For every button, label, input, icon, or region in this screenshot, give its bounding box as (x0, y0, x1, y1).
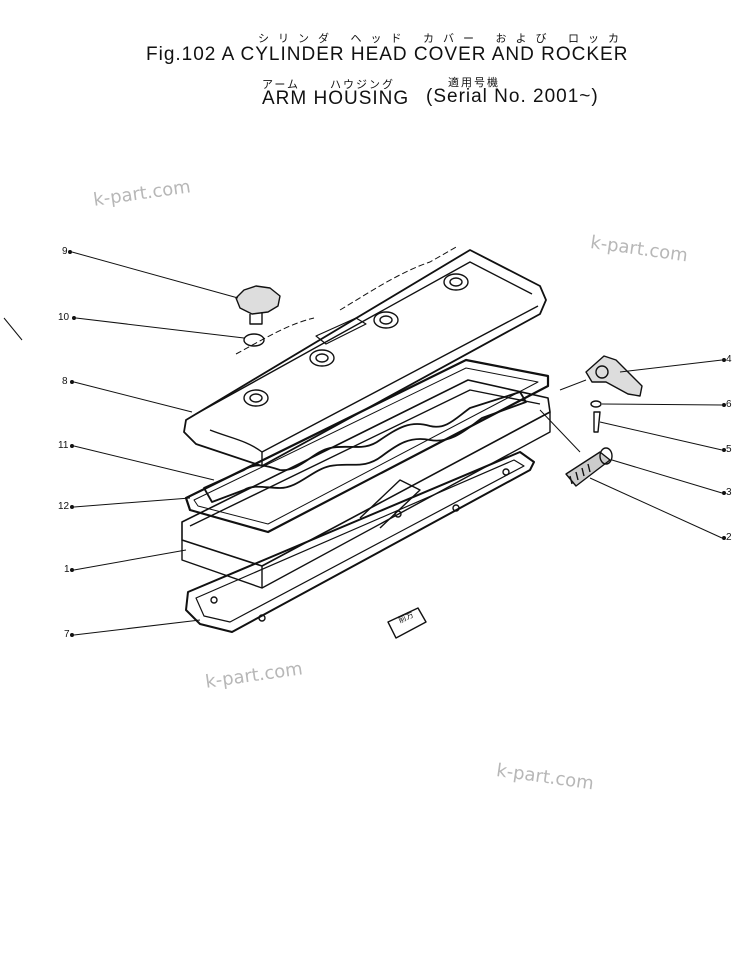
callout-1: 1 (64, 564, 70, 575)
callout-7: 7 (64, 629, 70, 640)
bolt-5 (593, 411, 601, 433)
callout-9: 9 (62, 246, 68, 257)
kana-line-2b: ハウジング (330, 78, 395, 91)
cylinder-head-cover-8 (183, 245, 547, 467)
rocker-arm-housing-1 (181, 379, 551, 589)
kana-line-2a: アーム (262, 78, 301, 91)
callout-8: 8 (62, 376, 68, 387)
title-line-2: ARM HOUSING (262, 88, 410, 109)
callout-6: 6 (726, 399, 732, 410)
callout-3: 3 (726, 487, 732, 498)
packing-10 (243, 333, 265, 347)
gasket-12 (184, 358, 550, 534)
filler-cap-9 (235, 285, 281, 325)
front-mark (387, 607, 427, 639)
callout-5: 5 (726, 444, 732, 455)
callout-4: 4 (726, 354, 732, 365)
callout-11: 11 (58, 440, 69, 451)
kana-line-2c: 適用号機 (448, 76, 500, 89)
serial-range: (Serial No. 2001~) (426, 86, 599, 107)
callout-10: 10 (58, 312, 70, 323)
washer-6 (590, 400, 602, 408)
callout-12: 12 (58, 501, 70, 512)
rocker-arm-4 (585, 355, 643, 397)
kana-line-1: シリンダ ヘッド カバー および ロッカ (258, 32, 628, 45)
rocker-shaft-2 (565, 447, 613, 487)
gasket-11 (203, 391, 527, 503)
title-line-1: Fig.102 A CYLINDER HEAD COVER AND ROCKER (146, 44, 629, 65)
callout-2: 2 (726, 532, 732, 543)
